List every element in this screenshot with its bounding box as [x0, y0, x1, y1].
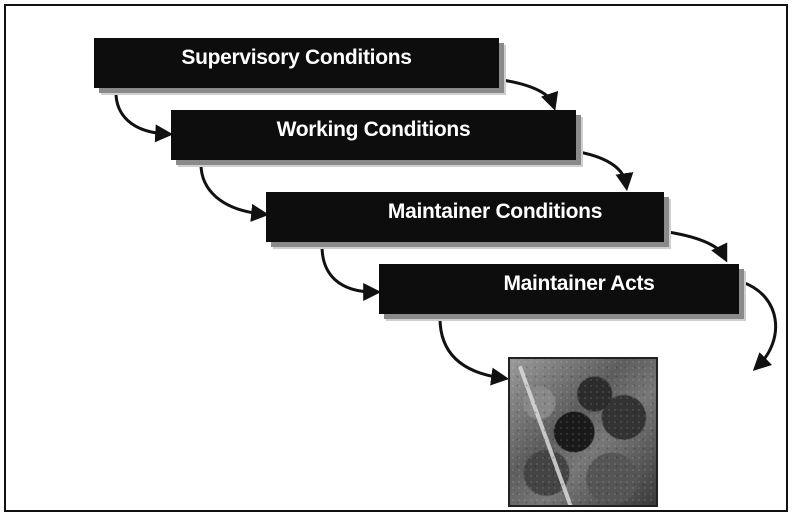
step-working-conditions: Working Conditions — [171, 110, 576, 160]
step-label: Maintainer Acts — [503, 272, 655, 295]
maintenance-photo — [508, 357, 658, 507]
step-supervisory-conditions: Supervisory Conditions — [94, 38, 499, 88]
step-maintainer-acts: Maintainer Acts — [379, 264, 739, 314]
step-label: Working Conditions — [276, 118, 471, 141]
step-label: Maintainer Conditions — [387, 200, 603, 223]
step-label: Supervisory Conditions — [181, 46, 412, 69]
step-maintainer-conditions: Maintainer Conditions — [266, 192, 664, 242]
